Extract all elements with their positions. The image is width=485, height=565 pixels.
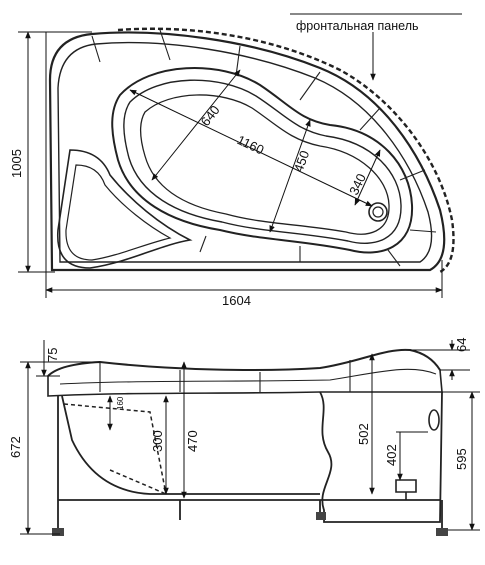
front-panel-dashed xyxy=(117,27,455,274)
dim-1005-label: 1005 xyxy=(9,149,24,178)
side-rim-inner-line xyxy=(59,368,437,385)
dim-450-line xyxy=(269,119,311,233)
dim-160-label: 160 xyxy=(116,396,125,410)
dim-450-label: 450 xyxy=(291,149,313,175)
dim-595-label: 595 xyxy=(454,448,469,470)
dim-300-label: 300 xyxy=(150,430,165,452)
dim-402-label: 402 xyxy=(384,444,399,466)
top-view-dimensions xyxy=(18,13,462,298)
foot-mid xyxy=(316,512,326,520)
side-view xyxy=(47,348,448,536)
tub-rim-inner xyxy=(57,41,433,263)
dim-1160-label: 1160 xyxy=(235,132,267,157)
basin-middle xyxy=(123,79,402,245)
side-seat-dashed xyxy=(63,403,167,495)
side-rim-ticks xyxy=(99,360,351,392)
dim-640-label: 640 xyxy=(198,103,223,129)
side-tub-body xyxy=(61,395,320,495)
side-apron xyxy=(319,391,443,523)
dim-502-label: 502 xyxy=(356,423,371,445)
dim-64-label: 64 xyxy=(454,338,469,352)
tub-outer-rim xyxy=(48,31,446,272)
dim-1604-label: 1604 xyxy=(222,293,251,308)
dim-470-label: 470 xyxy=(185,430,200,452)
seat-corner-inner xyxy=(65,164,172,261)
front-panel-label: фронтальная панель xyxy=(296,19,419,33)
side-view-dimensions xyxy=(20,340,480,535)
dim-340-label: 340 xyxy=(346,171,369,197)
foot-right xyxy=(436,528,448,536)
dim-1160-line xyxy=(129,89,373,207)
dim-672-label: 672 xyxy=(8,436,23,458)
side-frame xyxy=(57,396,443,530)
side-rim-top xyxy=(47,348,441,377)
dim-75-label: 75 xyxy=(45,348,60,362)
seat-corner xyxy=(57,149,193,269)
foot-left xyxy=(52,528,64,536)
dim-340-line xyxy=(354,149,381,206)
dim-640-line xyxy=(151,69,241,181)
side-rim-band xyxy=(47,369,443,397)
basin-floor xyxy=(139,94,390,235)
drain-assembly xyxy=(395,479,417,500)
overflow-fitting xyxy=(428,409,440,431)
drain-inner xyxy=(372,206,384,218)
